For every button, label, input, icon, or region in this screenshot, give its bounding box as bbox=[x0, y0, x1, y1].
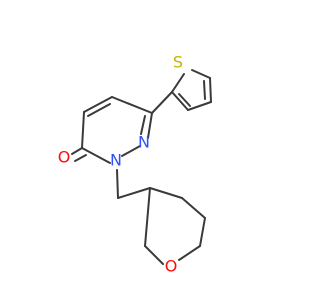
methylene-linker bbox=[116, 169, 151, 199]
molecule-structure-diagram: S N N O O bbox=[58, 53, 212, 276]
bond-c3-o bbox=[71, 147, 83, 155]
bond-n2-n1 bbox=[121, 145, 141, 157]
pyridazinone-ring bbox=[81, 91, 173, 164]
double-bond-c5-c4 bbox=[87, 103, 111, 117]
bond-c4-c3 bbox=[81, 111, 85, 149]
atom-label-n2: N bbox=[110, 151, 122, 170]
bond-c2-c3 bbox=[171, 91, 189, 111]
atom-labels: S N N O O bbox=[58, 53, 183, 276]
thiophene-ring bbox=[171, 69, 212, 111]
bond-ch2-c3 bbox=[117, 187, 151, 199]
bond-s-c2 bbox=[171, 73, 185, 93]
double-bond-c3-o bbox=[74, 154, 87, 162]
atom-label-s: S bbox=[173, 53, 183, 72]
oxane-ring bbox=[144, 187, 206, 265]
bond-c6-thienyl bbox=[151, 91, 173, 114]
bond-c3-c4 bbox=[187, 101, 212, 111]
bond-c4-c5 bbox=[181, 197, 206, 219]
atom-label-n1: N bbox=[138, 133, 150, 152]
carbonyl-group bbox=[71, 147, 87, 162]
bond-c5-c6 bbox=[199, 217, 206, 247]
bond-o-c2 bbox=[144, 245, 164, 265]
bond-n1-c6 bbox=[147, 112, 153, 139]
bond-c2-c3 bbox=[144, 187, 151, 247]
bond-c4-c5 bbox=[209, 77, 212, 103]
bond-c6-o bbox=[178, 245, 201, 261]
bond-c5-s bbox=[191, 69, 211, 79]
bond-n2-ch2 bbox=[116, 169, 119, 199]
atom-label-o-ring: O bbox=[165, 257, 178, 276]
double-bond-c2-c3 bbox=[178, 93, 191, 107]
bond-c5-c4 bbox=[83, 96, 113, 113]
bond-c6-c5 bbox=[111, 96, 153, 114]
atom-label-o-carbonyl: O bbox=[58, 148, 71, 167]
double-bond-n1-c6 bbox=[140, 115, 146, 135]
bond-c3-n2 bbox=[81, 147, 111, 164]
double-bond-c4-c5 bbox=[203, 80, 206, 100]
bond-c3-c4 bbox=[149, 187, 183, 199]
